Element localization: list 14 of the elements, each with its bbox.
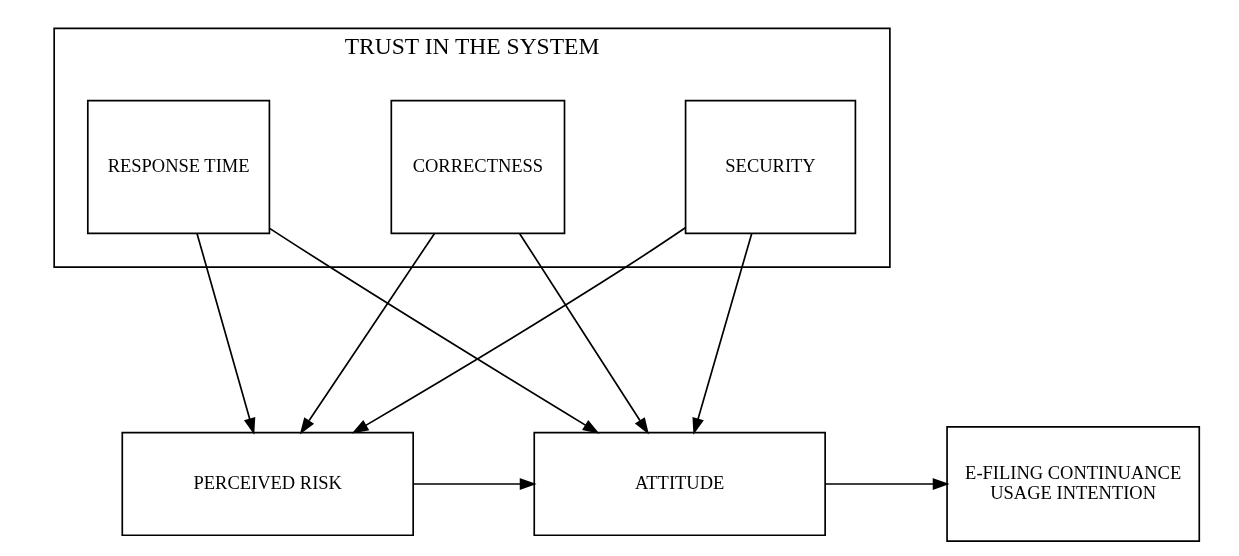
arrow	[268, 227, 600, 434]
node-box: CORRECTNESS	[390, 99, 565, 235]
arrow	[195, 232, 255, 435]
arrow	[691, 232, 752, 435]
node-box: PERCEIVED RISK	[120, 431, 414, 537]
arrow	[824, 478, 950, 490]
arrow	[412, 478, 537, 490]
node-box: RESPONSE TIME	[86, 99, 270, 235]
node-box: SECURITY	[684, 99, 856, 235]
arrow	[518, 232, 649, 435]
node-box: E-FILING CONTINUANCE USAGE INTENTION	[945, 425, 1200, 542]
arrow	[299, 232, 435, 435]
node-box: ATTITUDE	[532, 431, 826, 537]
arrow	[351, 226, 686, 434]
